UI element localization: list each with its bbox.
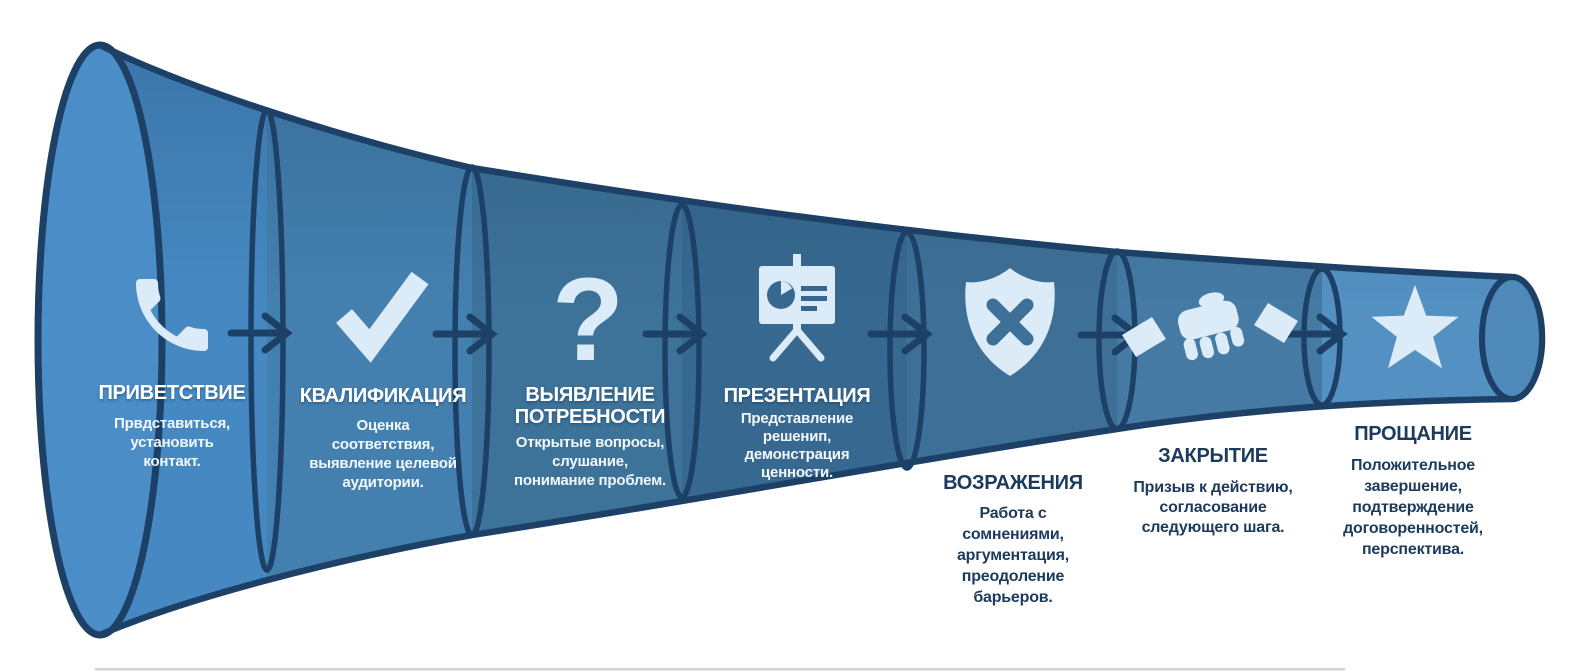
arrow-icon [227,312,293,354]
stage-body-line: контакт. [143,453,200,470]
stage-body-line: перспектива. [1362,541,1464,558]
funnel-stage-1: ПРИВЕТСТВИЕ Првдставиться, установить ко… [98,279,246,470]
stage-body-line: слушание, [552,453,628,470]
funnel-stage-4: ПРЕЗЕНТАЦИЯ Представление решенип, демон… [724,254,871,481]
stage-body-line: сомнениями, [962,526,1064,543]
arrow-icon [642,313,708,355]
divider-ellipse-3 [662,202,702,500]
stage-title: ПРОЩАНИЕ [1354,423,1472,445]
funnel-stage-7: ПРОЩАНИЕ Положительное завершение, подтв… [1343,285,1483,558]
stage-body-line: Представление [741,410,853,427]
shield-x-icon [965,268,1055,376]
stage-title: ПОТРЕБНОСТИ [515,406,665,428]
stage-body-line: согласование [1159,499,1266,516]
stage-body-line: решенип, [763,428,831,445]
stage-body-line: барьеров. [973,589,1052,606]
stage-body-line: соответствия, [332,436,434,453]
question-mark-icon: ? [552,254,624,386]
arrow-icon [432,313,498,355]
bottom-artifact-line [95,668,1345,671]
phone-icon [136,279,208,351]
stage-body-line: договоренностей, [1343,520,1483,537]
funnel-stage-2: КВАЛИФИКАЦИЯ Оценка соответствия, выявле… [300,271,467,491]
stage-title: ВЫЯВЛЕНИЕ [525,384,654,406]
funnel-stage-5: ВОЗРАЖЕНИЯ Работа с сомнениями, аргумент… [943,268,1083,606]
stage-body-line: следующего шага. [1142,519,1285,536]
stage-body-line: преодоление [962,568,1065,585]
stage-body-line: аудитории. [342,474,423,491]
stage-body-line: Работа с [979,505,1046,522]
arrow-icon [1282,313,1348,355]
stage-body-line: выявление целевой [309,455,457,472]
funnel-outline [34,41,1546,639]
stage-arrows [227,312,1348,356]
funnel-end-cap [1479,274,1545,402]
stage-body-line: Открытые вопросы, [516,434,664,451]
stage-body-line: завершение, [1364,478,1462,495]
checkmark-icon [336,271,429,363]
funnel-stage-3: ? ВЫЯВЛЕНИЕ ПОТРЕБНОСТИ Открытые вопросы… [514,254,666,489]
stage-body-line: Призыв к действию, [1133,479,1292,496]
stage-title: ВОЗРАЖЕНИЯ [943,472,1083,494]
stage-body-line: установить [130,434,213,451]
handshake-icon [1122,292,1298,361]
stage-body-line: понимание проблем. [514,472,666,489]
stage-body-line: демонстрация [745,446,850,463]
stage-body-line: ценности. [761,464,833,481]
stage-title: ПРИВЕТСТВИЕ [98,382,245,404]
stage-body-line: аргументация, [957,547,1069,564]
stage-body-line: Првдставиться, [114,415,230,432]
star-icon [1371,285,1459,369]
funnel-stage-6: ЗАКРЫТИЕ Призыв к действию, согласование… [1122,292,1298,536]
arrow-icon [867,313,933,355]
presentation-icon [759,254,835,362]
stage-title: ПРЕЗЕНТАЦИЯ [724,385,871,407]
stage-title: КВАЛИФИКАЦИЯ [300,385,467,407]
stage-title: ЗАКРЫТИЕ [1158,445,1268,467]
stage-body-line: Положительное [1351,457,1475,474]
stage-body-line: Оценка [357,417,411,434]
stage-body-line: подтверждение [1352,499,1474,516]
